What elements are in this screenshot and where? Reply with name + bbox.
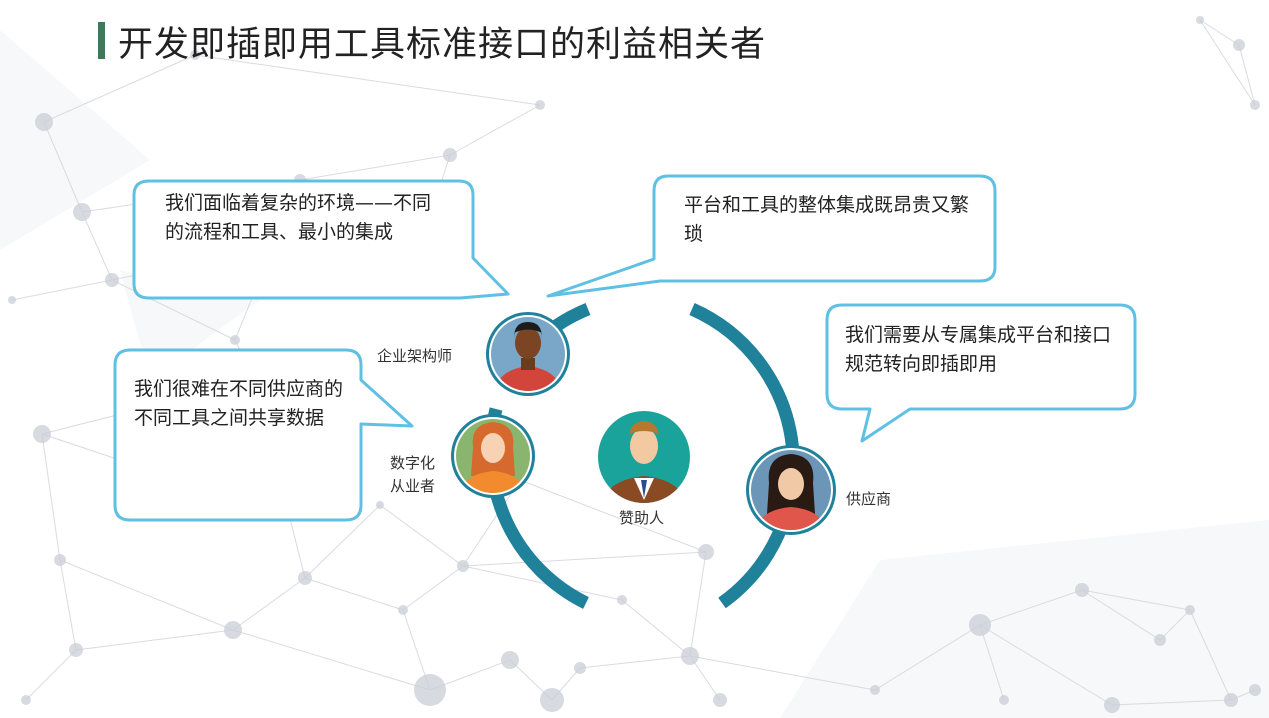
network-line [1238,44,1256,106]
network-node [501,651,519,669]
network-node [540,688,564,712]
network-node [33,425,51,443]
network-node [35,113,53,131]
network-node [617,595,627,605]
network-node [224,621,242,639]
label-sponsor: 赞助人 [619,509,665,527]
network-line [979,589,1083,626]
network-node [54,554,66,566]
network-node [1185,605,1195,615]
network-node [1233,39,1245,51]
network-line [232,629,431,691]
network-line [1111,699,1232,706]
network-line [41,433,61,561]
network-line [232,577,306,631]
network-line [1081,589,1191,611]
network-line [299,154,451,181]
network-line [59,559,234,631]
speech-bubble-digital-practitioner [113,348,414,522]
network-line [111,279,236,341]
network-line [1081,589,1161,641]
network-node [681,647,699,665]
network-node [999,695,1009,705]
network-line [304,577,404,611]
network-node [8,296,16,304]
network-node [969,614,991,636]
network-line [81,211,113,281]
network-node [574,662,586,674]
speech-bubble-vendor [825,303,1137,443]
network-line [462,565,623,601]
quote-platform-cost: 平台和工具的整体集成既昂贵又繁琐 [684,194,970,245]
network-line [689,655,876,691]
network-line [1199,19,1240,46]
network-node [457,560,469,572]
network-line [11,279,113,301]
network-line [449,104,541,156]
network-node [21,695,31,705]
network-node [190,50,200,60]
network-line [25,649,77,701]
network-node [535,100,545,110]
woman-dark-hair-avatar-icon [746,445,836,535]
title-accent-bar [98,22,105,59]
network-line [621,599,691,657]
network-node [870,685,880,695]
network-node [443,148,457,162]
network-node [69,643,83,657]
network-node [1224,693,1238,707]
network-line [43,121,83,213]
network-line [379,504,464,567]
network-line [75,629,234,651]
speech-bubble-platform-cost [546,174,997,298]
ring-arc-top [552,302,591,332]
network-node [376,501,384,509]
network-line [59,559,77,651]
network-line [462,479,521,567]
network-node [698,544,714,560]
network-node [1249,684,1261,696]
network-line [43,54,196,123]
network-line [304,504,381,579]
network-node [1154,634,1166,646]
network-line [689,551,707,657]
network-line [1159,609,1191,641]
speech-bubble-enterprise-architect [132,179,510,300]
network-node [1196,16,1204,24]
network-node [713,693,727,707]
businessman-suit-avatar-icon [598,411,690,503]
network-line [462,551,707,567]
woman-red-hair-avatar-icon [451,414,535,498]
page-title: 开发即插即用工具标准接口的利益相关者 [118,25,767,65]
network-node [73,203,91,221]
network-line [979,624,1113,706]
network-node [1075,583,1089,597]
network-node [1250,100,1260,110]
network-line [1189,609,1232,701]
label-enterprise-architect: 企业架构师 [377,347,453,365]
network-line [874,624,981,691]
network-facet [0,30,150,250]
network-facet [780,520,1269,718]
network-node [298,571,312,585]
network-line [979,624,1005,701]
network-node [1104,697,1120,713]
network-line [519,479,707,553]
label-digital-practitioner: 数字化从业者 [390,454,436,495]
network-line [1199,19,1256,106]
quote-vendor: 我们需要从专属集成平台和接口规范转向即插即用 [845,324,1112,375]
man-dark-skin-avatar-icon [486,312,570,396]
network-node [105,273,119,287]
quote-digital-practitioner: 我们很难在不同供应商的不同工具之间共享数据 [134,378,344,429]
network-node [230,335,240,345]
quote-enterprise-architect: 我们面临着复杂的环境——不同的流程和工具、最小的集成 [165,192,432,243]
network-node [398,605,408,615]
label-vendor: 供应商 [846,490,892,508]
network-line [194,54,541,106]
network-node [414,674,446,706]
network-line [579,655,691,669]
network-line [402,565,464,611]
